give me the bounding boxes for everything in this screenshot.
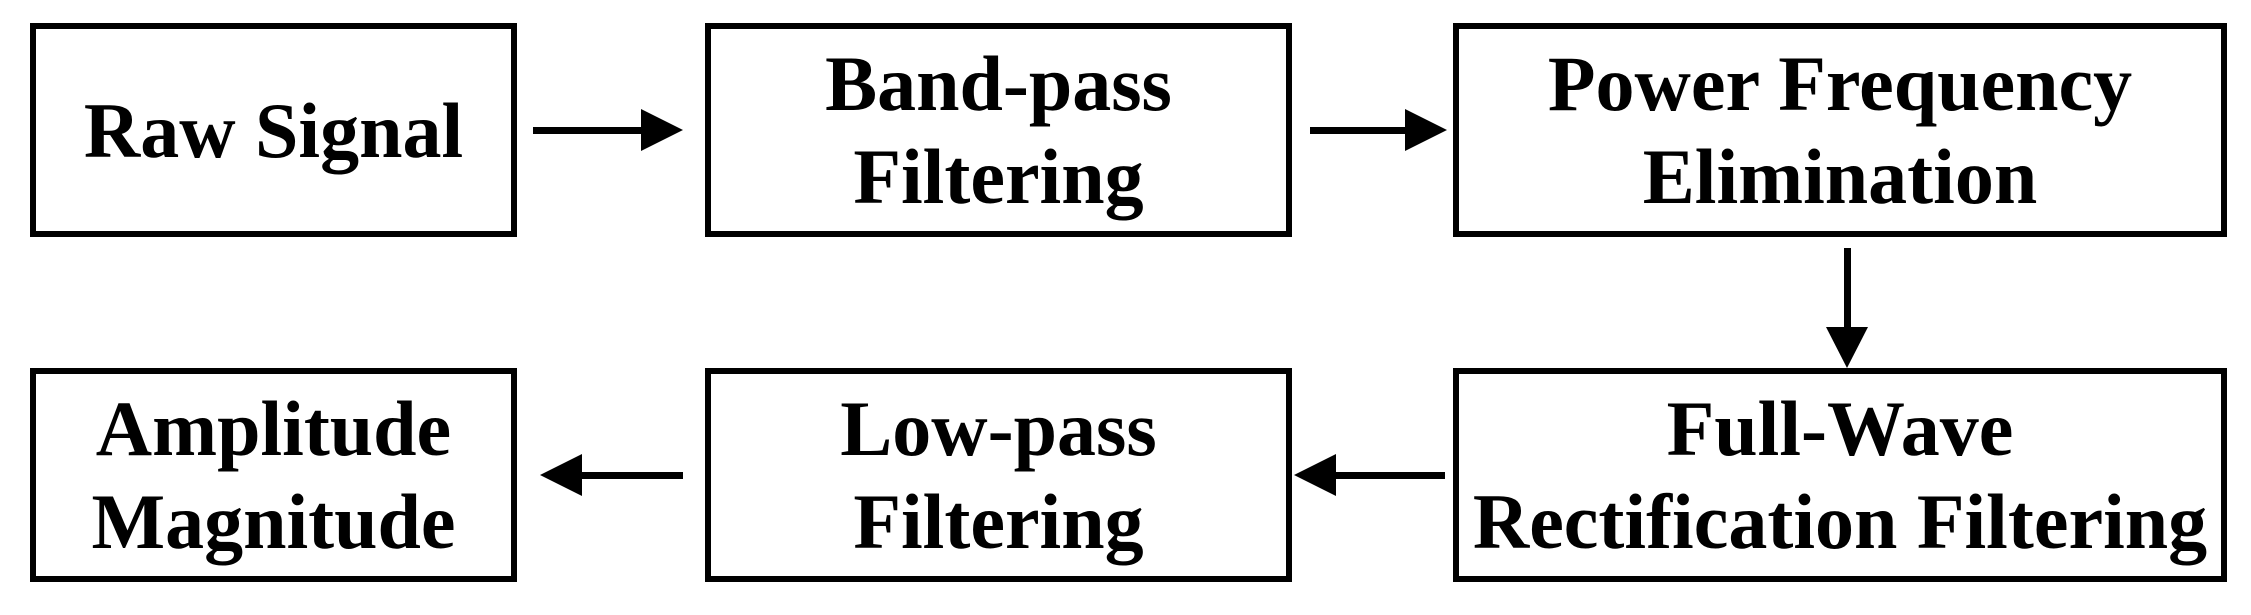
arrow-fullwave-to-lowpass-head-icon <box>1294 454 1336 496</box>
box-amplitude-magnitude-label-line2: Magnitude <box>91 478 456 565</box>
box-amplitude-magnitude-label-line1: Amplitude <box>95 385 452 472</box>
arrow-fullwave-to-lowpass-shaft <box>1336 472 1445 479</box>
arrow-powerfreq-to-fullwave-shaft <box>1844 248 1851 327</box>
box-band-pass-filtering: Band-pass Filtering <box>705 23 1292 237</box>
box-full-wave-rectification-filtering-label-line2: Rectification Filtering <box>1472 478 2208 565</box>
box-full-wave-rectification-filtering: Full-Wave Rectification Filtering <box>1453 368 2227 582</box>
arrow-lowpass-to-amplitude-head-icon <box>540 454 582 496</box>
box-low-pass-filtering: Low-pass Filtering <box>705 368 1292 582</box>
arrow-raw-to-bandpass-shaft <box>533 127 641 134</box>
box-power-frequency-elimination-label-line2: Elimination <box>1642 133 2038 220</box>
box-full-wave-rectification-filtering-label-line1: Full-Wave <box>1666 385 2014 472</box>
box-power-frequency-elimination-label-line1: Power Frequency <box>1547 40 2133 127</box>
arrow-raw-to-bandpass-head-icon <box>641 109 683 151</box>
arrow-bandpass-to-powerfreq-shaft <box>1310 127 1405 134</box>
box-amplitude-magnitude: Amplitude Magnitude <box>30 368 517 582</box>
arrow-lowpass-to-amplitude-shaft <box>582 472 683 479</box>
box-low-pass-filtering-label-line2: Filtering <box>853 478 1144 565</box>
arrow-powerfreq-to-fullwave-head-icon <box>1826 327 1868 368</box>
box-band-pass-filtering-label-line1: Band-pass <box>825 40 1172 127</box>
box-raw-signal-label: Raw Signal <box>83 86 464 174</box>
arrow-bandpass-to-powerfreq-head-icon <box>1405 109 1447 151</box>
box-band-pass-filtering-label-line2: Filtering <box>853 133 1144 220</box>
box-power-frequency-elimination: Power Frequency Elimination <box>1453 23 2227 237</box>
box-raw-signal: Raw Signal <box>30 23 517 237</box>
box-low-pass-filtering-label-line1: Low-pass <box>840 385 1157 472</box>
